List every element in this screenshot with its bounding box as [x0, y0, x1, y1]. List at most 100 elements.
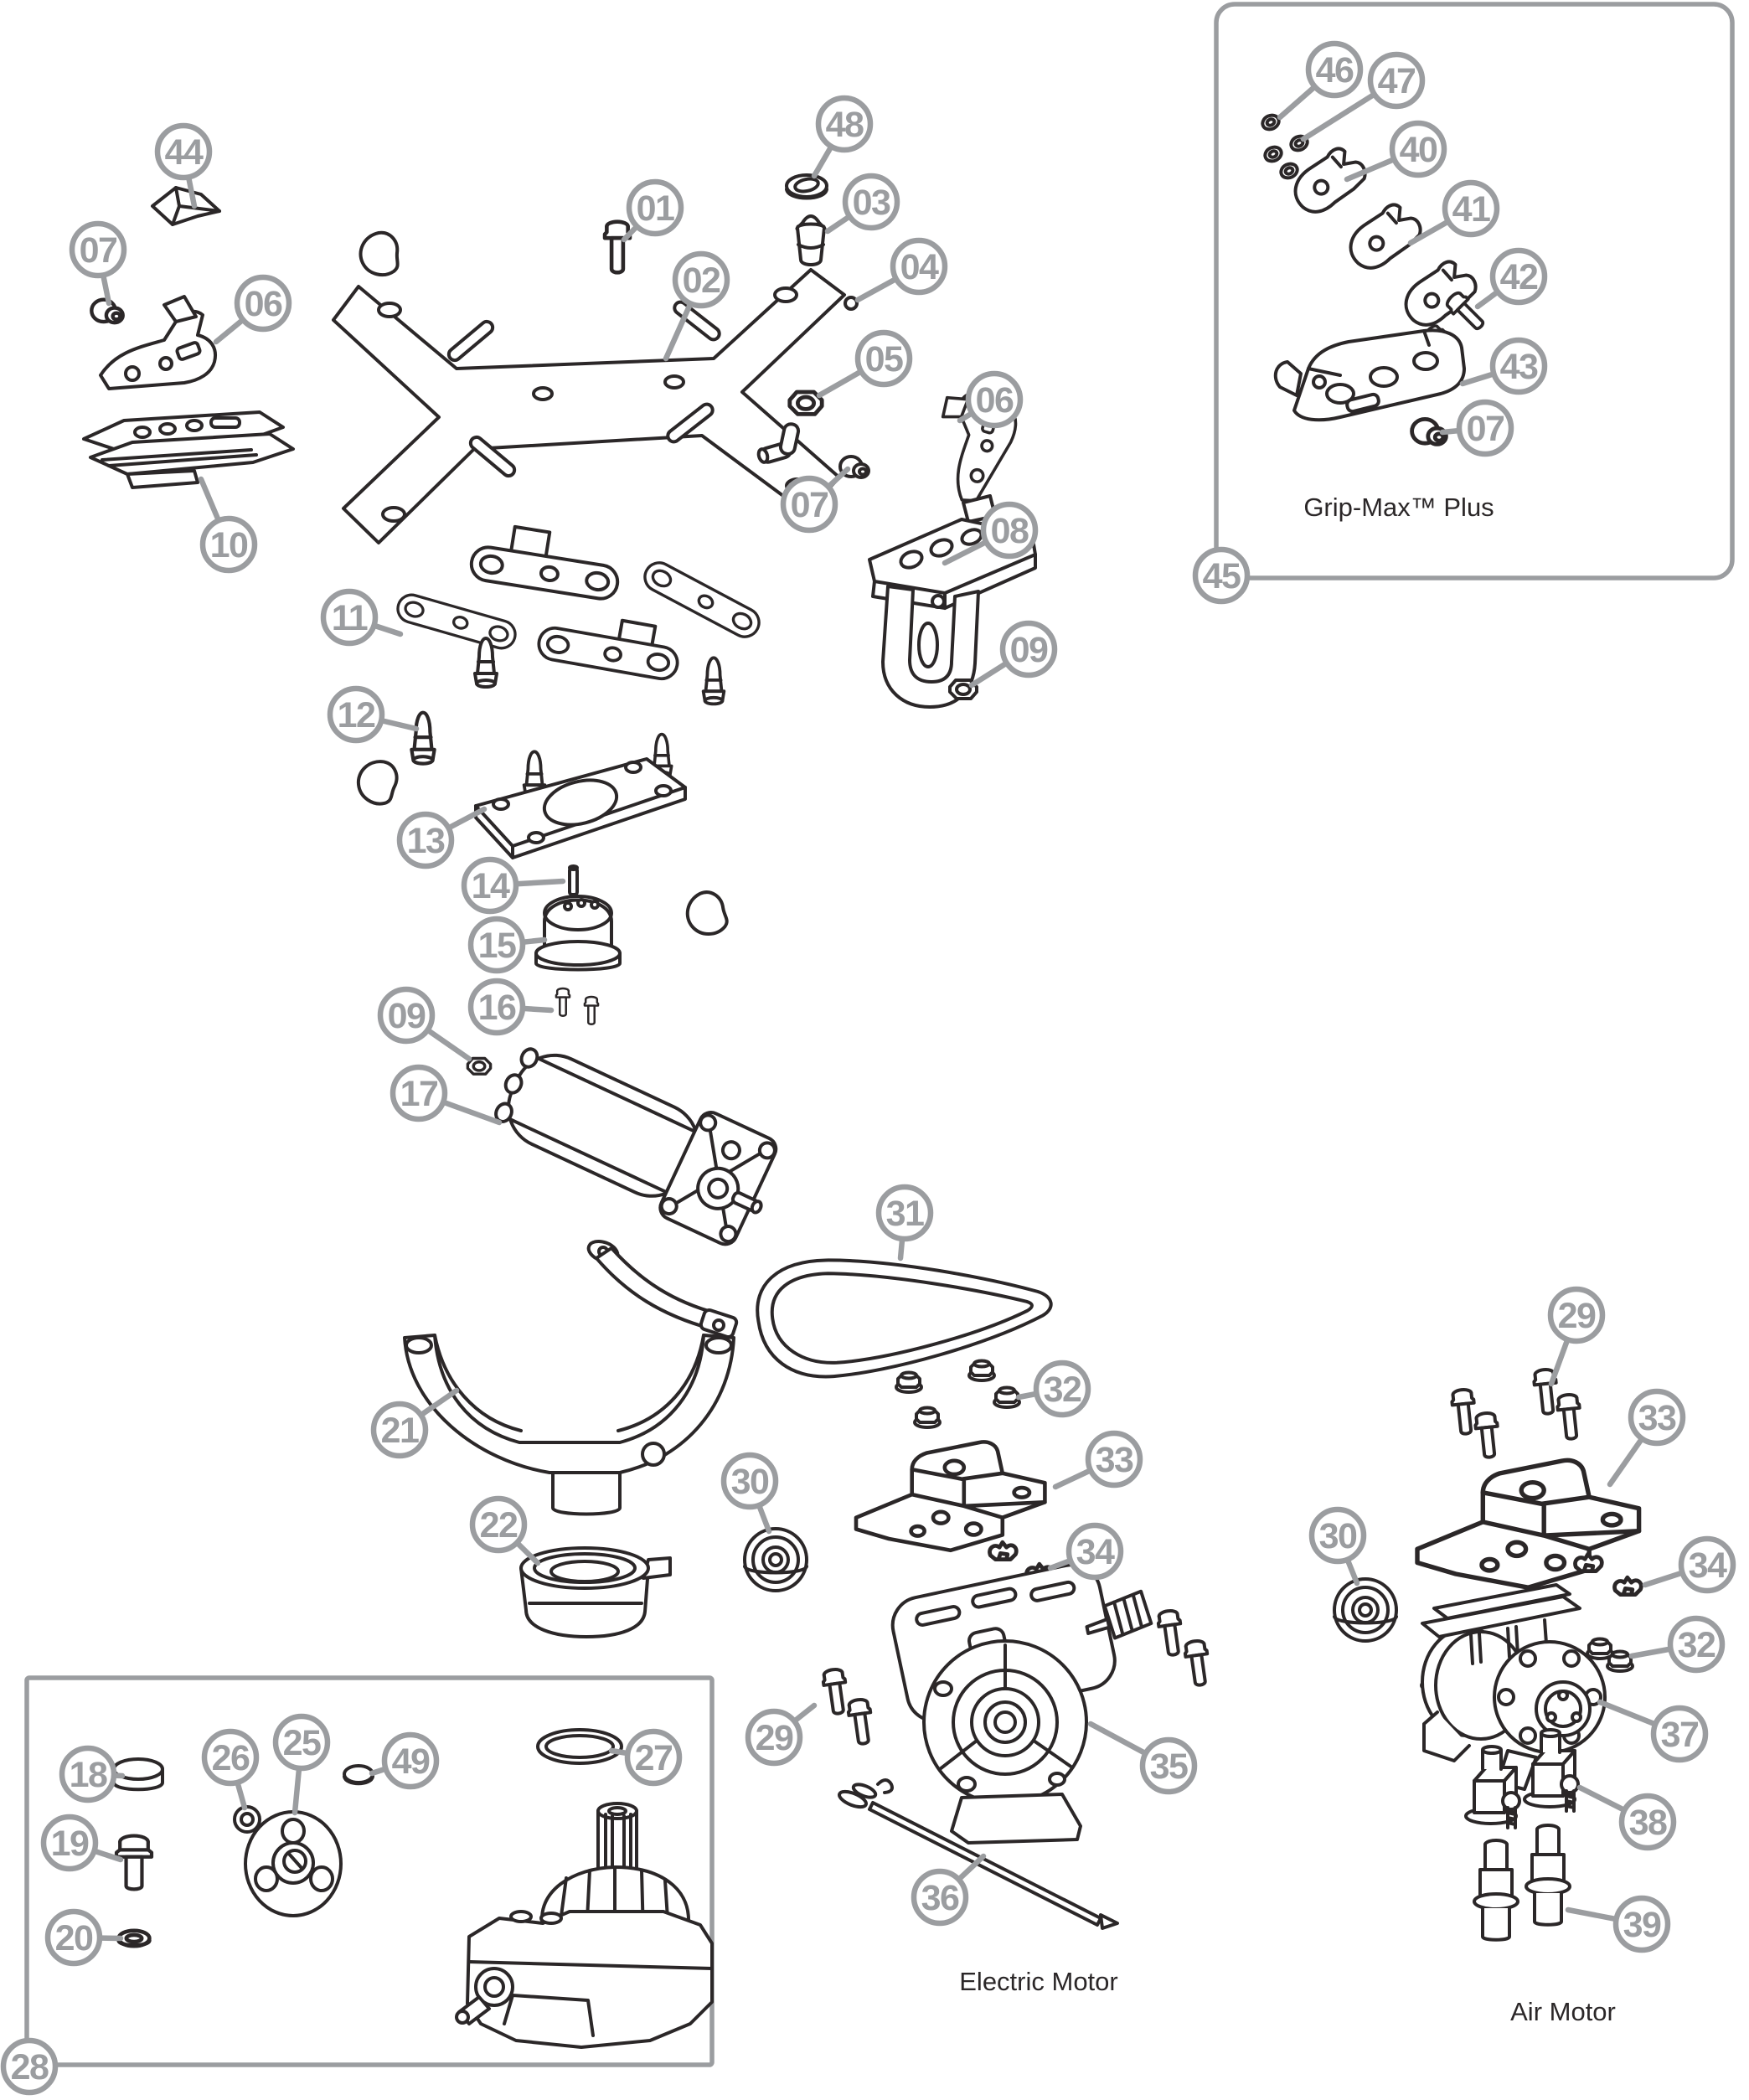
screw-illustration: [1182, 1638, 1214, 1689]
callout-number: 39: [1623, 1905, 1661, 1945]
callout-number: 43: [1500, 347, 1538, 387]
air-motor-illustration: [1421, 1583, 1607, 1791]
callout-number: 06: [976, 380, 1014, 421]
muffler-illustration: [1525, 1824, 1571, 1927]
inset-transmission: [24, 1675, 715, 2067]
o-ring-illustration: [536, 1728, 623, 1765]
belt-illustration: [756, 1258, 1053, 1379]
washer-illustration: [1261, 142, 1286, 166]
diagram-label: Electric Motor: [959, 1967, 1117, 1996]
screw-illustration: [1555, 1391, 1585, 1442]
callout-37: 37: [1597, 1699, 1709, 1763]
callout-number: 21: [381, 1411, 419, 1451]
callout-28: 28: [0, 2037, 59, 2096]
callout-04: 04: [854, 237, 948, 303]
callout-18: 18: [59, 1745, 126, 1803]
motor-bracket-illustration: [856, 1442, 1045, 1550]
inset-grip-max-plus: [1214, 2, 1735, 580]
clip-nut-illustration: [1576, 1554, 1602, 1571]
callout-number: 25: [283, 1723, 321, 1763]
gasket-blob: [685, 890, 729, 936]
screw-illustration: [845, 1696, 877, 1747]
callout-number: 22: [480, 1505, 518, 1545]
callout-number: 16: [478, 988, 516, 1028]
callout-06: 06: [213, 274, 292, 345]
callout-02: 02: [663, 250, 730, 362]
callout-number: 29: [756, 1718, 793, 1758]
callout-34: 34: [1642, 1535, 1736, 1594]
seal-washer-illustration: [785, 173, 828, 200]
callout-22: 22: [469, 1495, 541, 1566]
callout-39: 39: [1565, 1895, 1671, 1953]
dowel-pin-illustration: [568, 864, 579, 896]
callout-49: 49: [369, 1731, 440, 1790]
callout-32: 32: [1628, 1615, 1726, 1674]
callout-07: 07: [1439, 399, 1514, 457]
cone-plug-illustration: [795, 214, 827, 266]
flange-nut-illustration: [1606, 1649, 1634, 1673]
callout-number: 40: [1400, 130, 1437, 170]
callout-19: 19: [40, 1814, 124, 1872]
diagram-label: Grip-Max™ Plus: [1303, 493, 1494, 522]
callout-number: 47: [1378, 61, 1416, 101]
callout-number: 32: [1044, 1370, 1081, 1410]
callout-number: 46: [1316, 50, 1354, 90]
callout-number: 07: [1467, 409, 1504, 449]
callout-29: 29: [1547, 1286, 1606, 1387]
callout-09: 09: [968, 620, 1058, 689]
small-screw-illustration: [555, 987, 571, 1017]
callout-43: 43: [1459, 337, 1548, 395]
gasket-blob: [359, 230, 400, 277]
callout-09: 09: [377, 986, 472, 1062]
small-screw-illustration: [583, 995, 600, 1025]
spacer-ring-illustration: [233, 1805, 261, 1834]
drive-pulley-illustration: [244, 1810, 343, 1917]
callout-14: 14: [461, 856, 566, 915]
pulley-illustration: [1333, 1577, 1398, 1643]
callout-number: 08: [991, 511, 1029, 551]
callout-number: 30: [1319, 1516, 1357, 1556]
muffler-illustration: [1473, 1839, 1519, 1942]
callout-number: 19: [51, 1824, 89, 1864]
callout-number: 01: [637, 188, 674, 229]
motor-bracket-illustration: [1417, 1460, 1639, 1587]
callout-number: 27: [635, 1738, 673, 1778]
callout-06: 06: [957, 370, 1024, 429]
callout-35: 35: [1087, 1721, 1198, 1795]
grip-jaw-illustration: [1284, 141, 1375, 219]
shoulder-pin-illustration: [411, 713, 434, 764]
callout-31: 31: [875, 1184, 934, 1262]
callout-number: 02: [683, 261, 720, 301]
callout-21: 21: [370, 1387, 460, 1459]
callout-07: 07: [69, 220, 127, 307]
screw-illustration: [1155, 1607, 1187, 1659]
callout-17: 17: [390, 1064, 503, 1126]
callout-number: 45: [1203, 556, 1241, 596]
callout-07: 07: [780, 466, 851, 534]
callout-40: 40: [1344, 120, 1447, 183]
callout-41: 41: [1407, 179, 1500, 246]
grip-body-illustration: [1273, 328, 1466, 422]
gasket-blob: [357, 760, 399, 806]
bolt-illustration: [116, 1836, 152, 1890]
callout-11: 11: [320, 588, 404, 647]
grip-jaw-illustration: [1339, 197, 1430, 275]
pulley-illustration: [743, 1527, 808, 1592]
callout-33: 33: [1607, 1388, 1686, 1488]
callout-30: 30: [1308, 1506, 1367, 1587]
parts-artwork: [82, 111, 1641, 2049]
callout-32: 32: [1015, 1360, 1091, 1418]
callout-number: 11: [332, 598, 368, 638]
callout-number: 09: [388, 996, 426, 1036]
callout-12: 12: [327, 685, 420, 744]
callout-number: 04: [900, 247, 939, 287]
callout-number: 49: [392, 1741, 430, 1782]
cup-illustration: [519, 1546, 672, 1638]
callout-number: 26: [212, 1738, 250, 1778]
callout-number: 41: [1452, 189, 1490, 230]
callout-34: 34: [1047, 1522, 1124, 1581]
flange-nut-illustration: [913, 1406, 942, 1429]
callout-03: 03: [824, 173, 900, 235]
